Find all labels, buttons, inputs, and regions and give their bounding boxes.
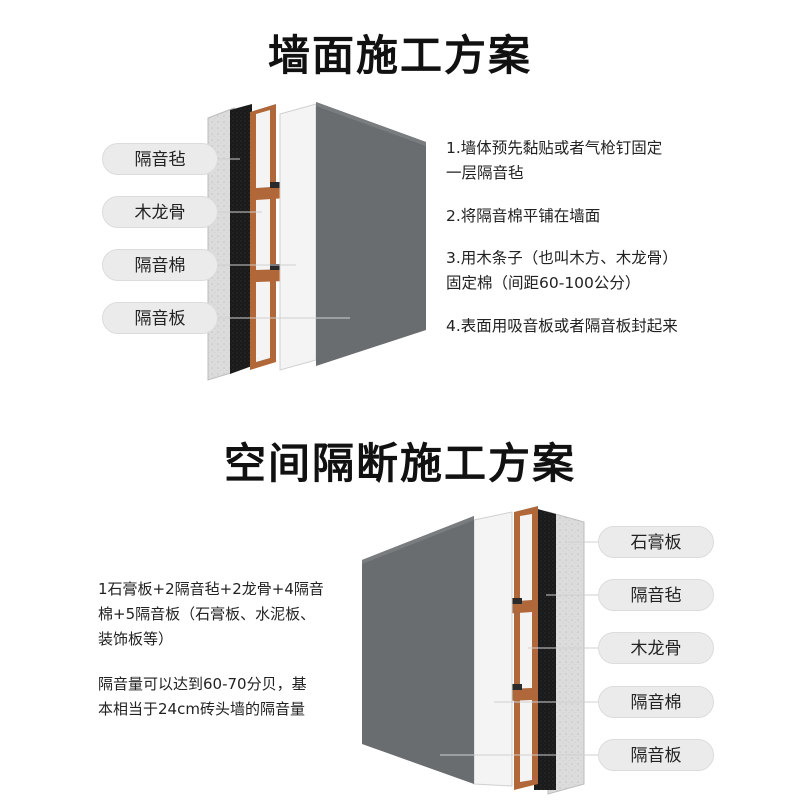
partition-desc-line-1: 1石膏板+2隔音毡+2龙骨+4隔音 bbox=[98, 580, 324, 598]
wall-label-board: 隔音板 bbox=[102, 302, 218, 334]
partition-result-line-1: 隔音量可以达到60-70分贝，基 bbox=[98, 675, 307, 693]
partition-result: 隔音量可以达到60-70分贝，基 本相当于24cm砖头墙的隔音量 bbox=[98, 672, 368, 722]
partition-label-gypsum: 石膏板 bbox=[598, 526, 714, 558]
partition-label-board: 隔音板 bbox=[598, 739, 714, 771]
partition-label-felt: 隔音毡 bbox=[598, 579, 714, 611]
partition-label-cotton: 隔音棉 bbox=[598, 686, 714, 718]
wall-label-wood: 木龙骨 bbox=[102, 196, 218, 228]
wall-front-board bbox=[316, 102, 426, 366]
partition-label-wood: 木龙骨 bbox=[598, 632, 714, 664]
wall-label-felt: 隔音毡 bbox=[102, 143, 218, 175]
wall-step-1a: 1.墙体预先黏贴或者气枪钉固定 bbox=[446, 139, 663, 157]
wall-label-cotton: 隔音棉 bbox=[102, 249, 218, 281]
partition-desc: 1石膏板+2隔音毡+2龙骨+4隔音 棉+5隔音板（石膏板、水泥板、 装饰板等） bbox=[98, 577, 368, 652]
partition-section-title: 空间隔断施工方案 bbox=[223, 439, 576, 488]
partition-result-line-2: 本相当于24cm砖头墙的隔音量 bbox=[98, 700, 305, 718]
wall-felt-layer bbox=[230, 104, 252, 374]
wall-step-4: 4.表面用吸音板或者隔音板封起来 bbox=[446, 317, 678, 335]
wall-step-3a: 3.用木条子（也叫木方、木龙骨） bbox=[446, 249, 678, 267]
wall-step-1b: 一层隔音毡 bbox=[446, 164, 524, 182]
wall-section-title: 墙面施工方案 bbox=[267, 31, 532, 80]
partition-felt-layer bbox=[534, 508, 556, 790]
partition-front-board bbox=[362, 516, 474, 784]
wall-step-2: 2.将隔音棉平铺在墙面 bbox=[446, 207, 601, 225]
wall-step-3b: 固定棉（间距60-100公分） bbox=[446, 274, 641, 292]
partition-desc-line-3: 装饰板等） bbox=[98, 630, 174, 648]
partition-desc-line-2: 棉+5隔音板（石膏板、水泥板、 bbox=[98, 605, 316, 623]
